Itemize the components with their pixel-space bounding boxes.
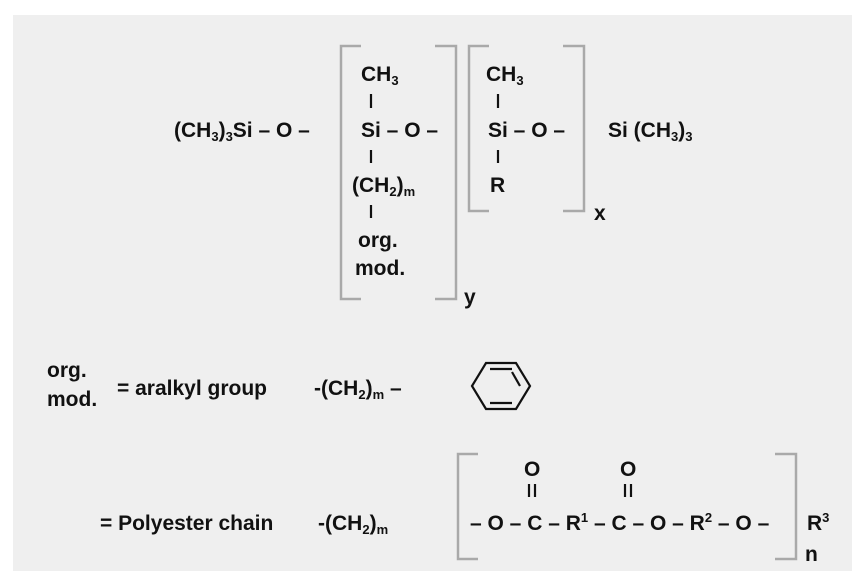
carbonyl-double-bonds (527, 484, 633, 497)
subscript-n: n (805, 543, 818, 566)
bracket-polyester-repeat (456, 452, 798, 561)
aralkyl-link: -(CH2)m – (314, 377, 402, 402)
definition-org: org. (47, 359, 87, 382)
polyester-repeat-unit: – O – C – R1 – C – O – R2 – O – (470, 510, 770, 535)
diagram-panel (13, 15, 852, 571)
org-mod-label-mod: mod. (355, 257, 406, 280)
unit-y-silicon: Si – O – (361, 119, 439, 142)
right-trimethylsilyl-end: Si (CH3)3 (608, 119, 693, 144)
bracket-unit-y (339, 44, 458, 301)
carbonyl-oxygen-2: O (620, 458, 637, 481)
unit-x-methyl: CH3 (486, 63, 524, 88)
definition-mod: mod. (47, 388, 98, 411)
subscript-x: x (594, 202, 606, 225)
benzene-ring (470, 361, 532, 411)
aralkyl-group-label: = aralkyl group (117, 377, 267, 400)
left-trimethylsilyl-end: (CH3)3Si – O – (174, 119, 310, 144)
unit-x-silicon: Si – O – (488, 119, 566, 142)
org-mod-label-org: org. (358, 229, 398, 252)
unit-x-r-group: R (490, 174, 506, 197)
bracket-unit-x (467, 44, 586, 213)
unit-y-alkylene-spacer: (CH2)m (352, 174, 416, 199)
polyester-chain-label: = Polyester chain (100, 512, 274, 535)
carbonyl-oxygen-1: O (524, 458, 541, 481)
unit-y-methyl: CH3 (361, 63, 399, 88)
subscript-y: y (464, 286, 476, 309)
polyester-end-group: R3 (807, 510, 830, 535)
bond-lines (369, 94, 500, 218)
polyester-link: -(CH2)m (318, 512, 389, 537)
